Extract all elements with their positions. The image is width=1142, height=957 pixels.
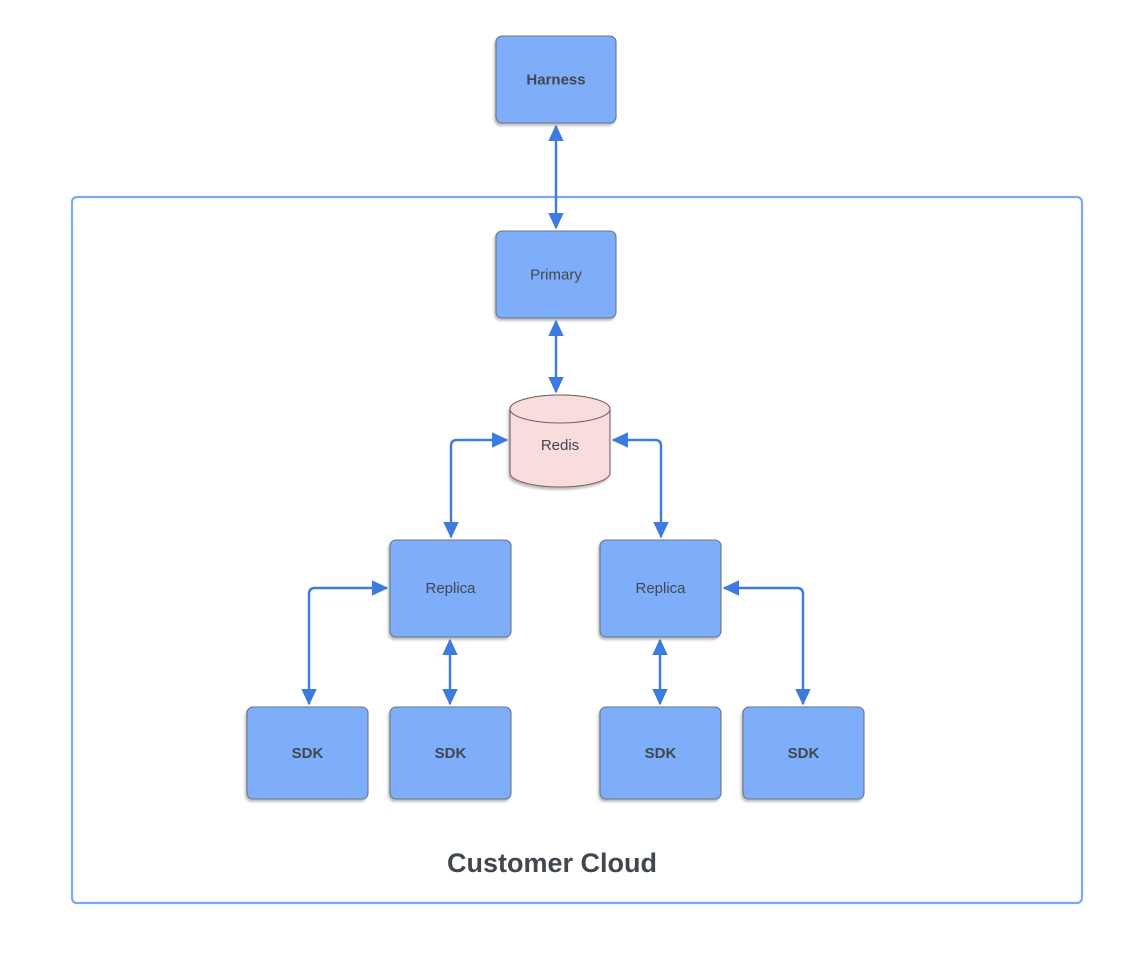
group-customer-cloud: Customer Cloud [70,195,1084,905]
replica-right-box[interactable] [599,539,722,638]
node-sdk-4[interactable]: SDK [742,706,865,800]
sdk-1-label: SDK [292,745,324,762]
replica-left-label: Replica [425,580,476,597]
sdk-2-label: SDK [435,745,467,762]
connector-redis-replica-left [443,432,509,539]
redis-label: Redis [541,437,579,454]
primary-box[interactable] [495,230,617,319]
harness-label: Harness [526,71,585,88]
connector-redis-replica-right [611,432,669,539]
connector-replica-right-sdk-4 [722,580,811,706]
node-primary[interactable]: Primary [495,230,617,319]
node-sdk-3[interactable]: SDK [599,706,722,800]
sdk-3-box[interactable] [599,706,722,800]
node-harness[interactable]: Harness [495,35,617,124]
connector-layer [301,124,811,706]
sdk-2-box[interactable] [389,706,512,800]
node-replica-right[interactable]: Replica [599,539,722,638]
sdk-3-label: SDK [645,745,677,762]
harness-box[interactable] [495,35,617,124]
sdk-4-box[interactable] [742,706,865,800]
node-replica-left[interactable]: Replica [389,539,512,638]
redis-cylinder-top [509,394,611,424]
connector-replica-left-sdk-1 [301,580,389,706]
customer-cloud-label: Customer Cloud [447,848,657,878]
node-redis[interactable]: Redis [509,394,611,488]
node-sdk-2[interactable]: SDK [389,706,512,800]
sdk-1-box[interactable] [246,706,369,800]
sdk-4-label: SDK [788,745,820,762]
primary-label: Primary [530,266,582,283]
node-sdk-1[interactable]: SDK [246,706,369,800]
customer-cloud-border [70,195,1084,905]
replica-right-label: Replica [635,580,686,597]
replica-left-box[interactable] [389,539,512,638]
